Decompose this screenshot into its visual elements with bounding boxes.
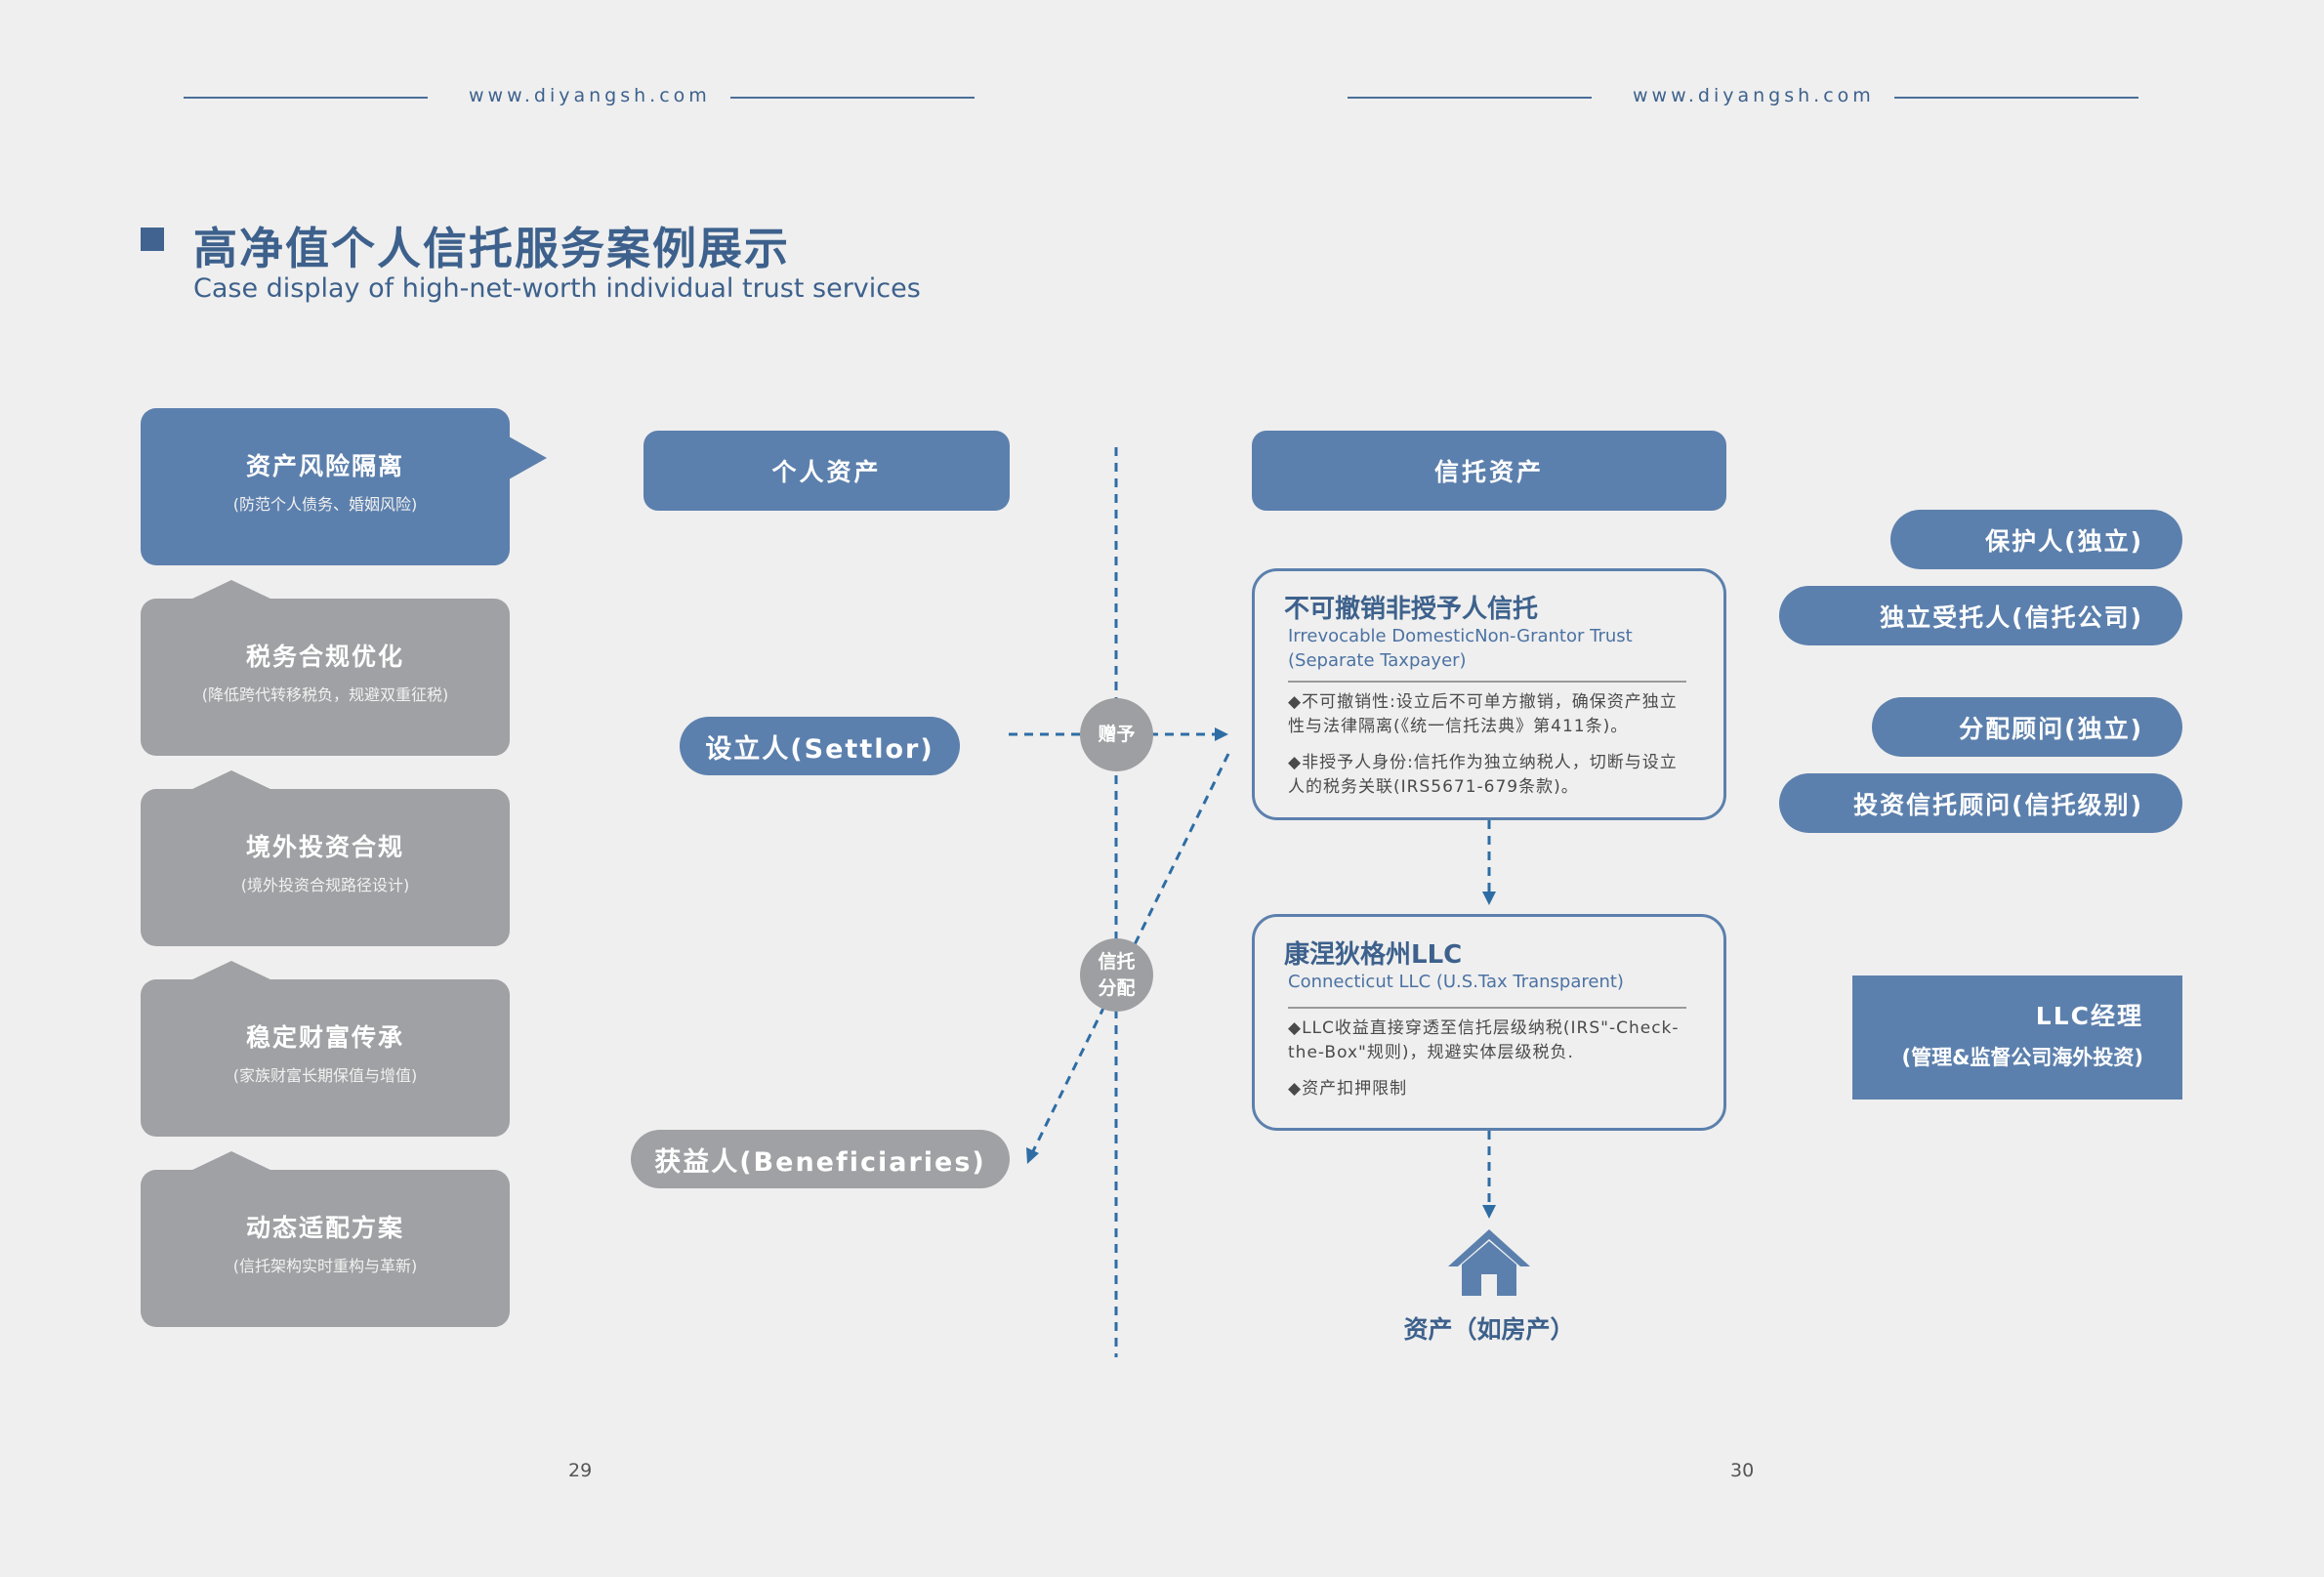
llc-card-point: ◆LLC收益直接穿透至信托层级纳税(IRS"-Check-the-Box"规则)… <box>1288 1018 1680 1062</box>
llc-manager-box: LLC经理 (管理&监督公司海外投资) <box>1852 975 2182 1100</box>
distribution-label-line2: 分配 <box>1098 976 1136 999</box>
header-rule <box>1348 97 1592 99</box>
box-tab <box>190 961 272 980</box>
role-distribution-advisor[interactable]: 分配顾问(独立) <box>1872 697 2182 757</box>
title-marker <box>141 228 164 251</box>
asset-label: 资产（如房产） <box>1403 1315 1575 1344</box>
left-box-title: 资产风险隔离 <box>245 452 404 480</box>
trust-assets-header: 信托资产 <box>1252 431 1726 511</box>
beneficiaries-pill[interactable]: 获益人(Beneficiaries) <box>631 1130 1010 1188</box>
header-rule <box>1894 97 2138 99</box>
left-box-overseas-compliance[interactable]: 境外投资合规 (境外投资合规路径设计) <box>141 789 510 946</box>
card-divider <box>1288 681 1686 683</box>
left-box-subtitle: (防范个人债务、婚姻风险) <box>232 495 418 514</box>
trust-card-point: ◆不可撤销性:设立后不可单方撤销，确保资产独立性与法律隔离(《统一信托法典》第4… <box>1288 692 1678 736</box>
page-title: 高净值个人信托服务案例展示 <box>193 223 791 274</box>
distribution-label: 信托分配 <box>1098 949 1135 1002</box>
llc-card: 康涅狄格州LLC Connecticut LLC (U.S.Tax Transp… <box>1252 914 1726 1131</box>
left-box-title: 境外投资合规 <box>245 833 404 861</box>
house-icon <box>1448 1229 1530 1296</box>
arrowhead <box>1026 1147 1039 1164</box>
trust-card-english: (Separate Taxpayer) <box>1288 650 1467 671</box>
role-independent-trustee[interactable]: 独立受托人(信托公司) <box>1779 586 2182 645</box>
left-box-title: 税务合规优化 <box>245 643 404 671</box>
trust-card: 不可撤销非授予人信托 Irrevocable DomesticNon-Grant… <box>1252 568 1726 820</box>
personal-assets-header: 个人资产 <box>643 431 1010 511</box>
header-url-left[interactable]: www.diyangsh.com <box>469 85 711 106</box>
gift-label: 赠予 <box>1098 724 1136 745</box>
llc-manager-title: LLC经理 <box>2035 1002 2143 1030</box>
gift-circle: 赠予 <box>1080 698 1153 771</box>
arrowhead <box>1482 1205 1496 1219</box>
left-box-title: 动态适配方案 <box>245 1214 404 1242</box>
box-tab <box>190 770 272 790</box>
left-box-subtitle: (降低跨代转移税负，规避双重征税) <box>201 685 449 704</box>
left-box-asset-isolation[interactable]: 资产风险隔离 (防范个人债务、婚姻风险) <box>141 408 510 565</box>
header-rule <box>184 97 428 99</box>
arrowhead <box>1482 892 1496 905</box>
left-box-dynamic-plan[interactable]: 动态适配方案 (信托架构实时重构与革新) <box>141 1170 510 1327</box>
llc-card-point: ◆资产扣押限制 <box>1288 1079 1408 1099</box>
trust-card-title: 不可撤销非授予人信托 <box>1284 595 1539 624</box>
left-box-tax-optimization[interactable]: 税务合规优化 (降低跨代转移税负，规避双重征税) <box>141 599 510 756</box>
left-box-wealth-inheritance[interactable]: 稳定财富传承 (家族财富长期保值与增值) <box>141 979 510 1137</box>
role-investment-advisor[interactable]: 投资信托顾问(信托级别) <box>1779 773 2182 833</box>
left-box-subtitle: (家族财富长期保值与增值) <box>232 1066 418 1085</box>
page-number-left: 29 <box>568 1460 593 1481</box>
llc-manager-subtitle: (管理&监督公司海外投资) <box>1901 1046 2143 1069</box>
arrowhead <box>1215 727 1228 741</box>
left-box-subtitle: (境外投资合规路径设计) <box>240 876 410 894</box>
box-tab <box>190 580 272 600</box>
box-tab <box>190 1151 272 1171</box>
card-divider <box>1288 1007 1686 1009</box>
page-number-right: 30 <box>1730 1460 1755 1481</box>
llc-card-english: Connecticut LLC (U.S.Tax Transparent) <box>1288 972 1624 992</box>
header-url-right[interactable]: www.diyangsh.com <box>1633 85 1875 106</box>
llc-card-title: 康涅狄格州LLC <box>1284 940 1463 970</box>
left-box-subtitle: (信托架构实时重构与革新) <box>232 1257 418 1275</box>
left-box-title: 稳定财富传承 <box>245 1023 404 1052</box>
callout-pointer <box>509 436 547 479</box>
page-subtitle: Case display of high-net-worth individua… <box>193 273 921 304</box>
distribution-label-line1: 信托 <box>1098 950 1136 973</box>
role-protector[interactable]: 保护人(独立) <box>1890 510 2182 569</box>
trust-card-english: Irrevocable DomesticNon-Grantor Trust <box>1288 626 1633 646</box>
header-rule <box>730 97 975 99</box>
settlor-pill[interactable]: 设立人(Settlor) <box>680 717 960 775</box>
trust-card-point: ◆非授予人身份:信托作为独立纳税人，切断与设立人的税务关联(IRS5671-67… <box>1288 753 1678 797</box>
distribution-circle: 信托分配 <box>1080 938 1153 1012</box>
